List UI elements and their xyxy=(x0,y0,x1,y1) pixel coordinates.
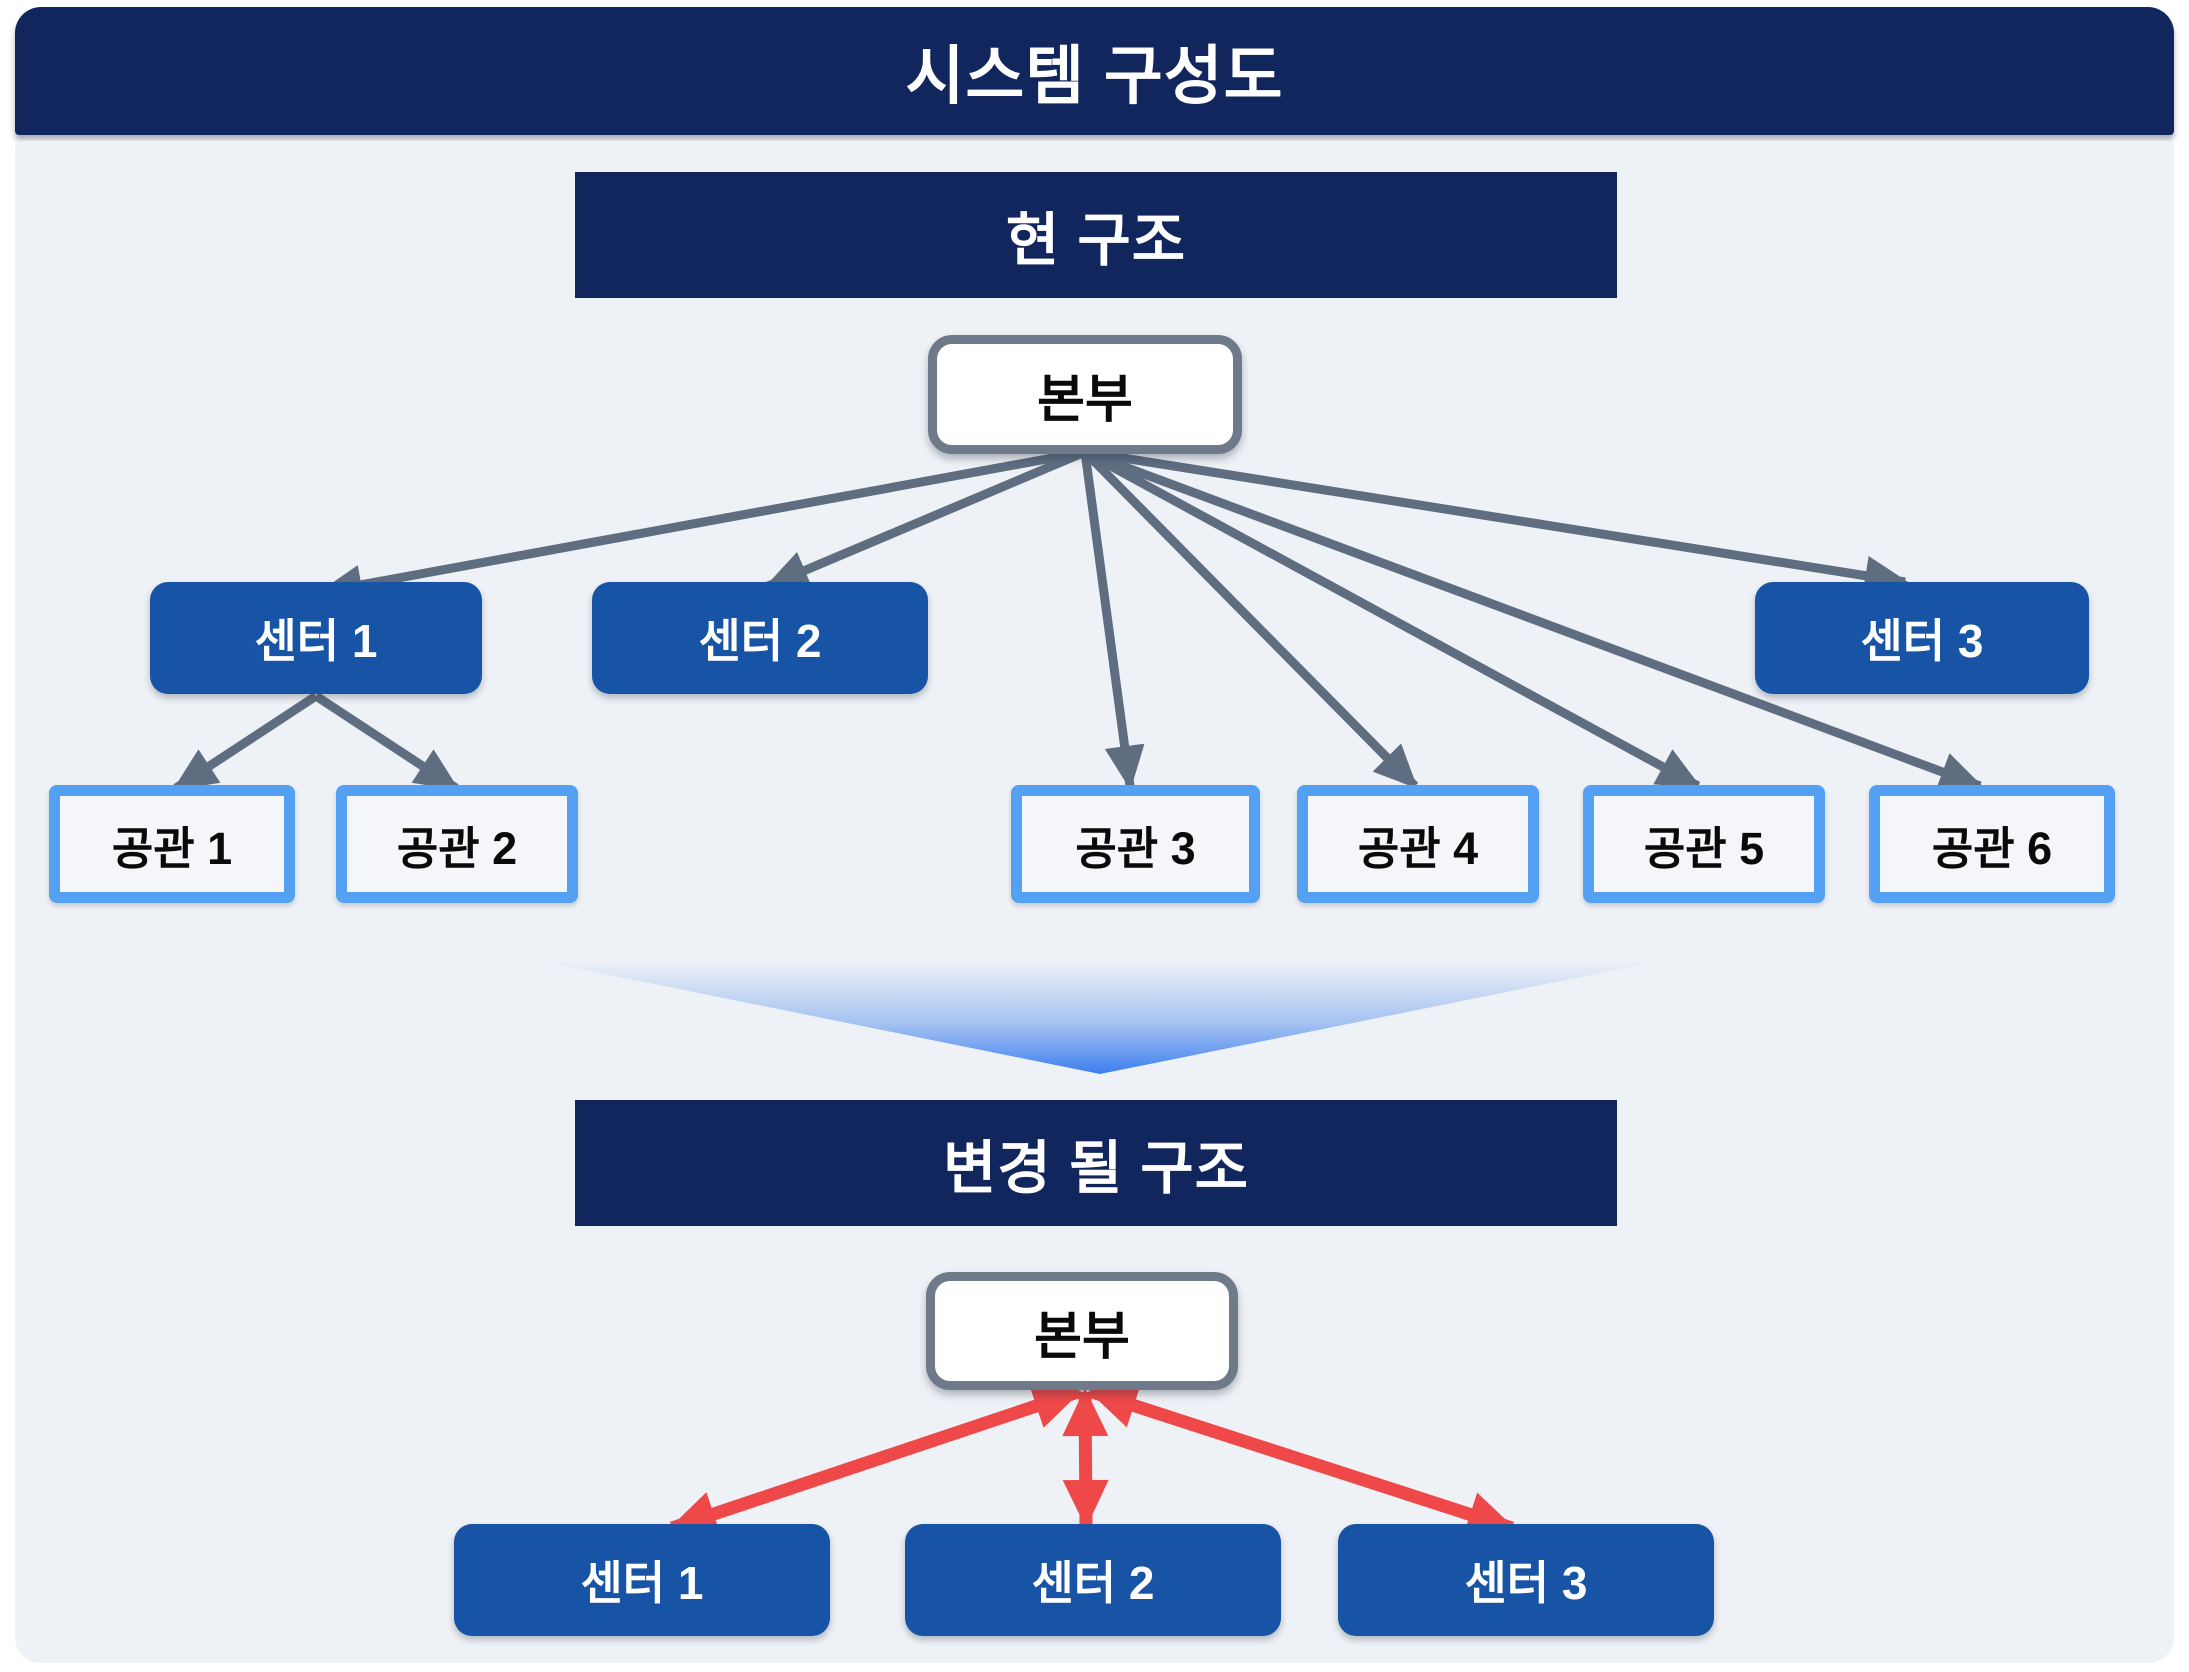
center2-node-current: 센터 2 xyxy=(592,582,928,694)
hq-node-future: 본부 xyxy=(926,1272,1238,1390)
hq-node-current: 본부 xyxy=(928,335,1242,454)
center3-node-current: 센터 3 xyxy=(1755,582,2089,694)
branch1-node: 공관 1 xyxy=(49,785,295,903)
branch2-node: 공관 2 xyxy=(336,785,578,903)
branch6-node: 공관 6 xyxy=(1869,785,2115,903)
future-structure-header: 변경 될 구조 xyxy=(575,1100,1617,1226)
center3-node-future: 센터 3 xyxy=(1338,1524,1714,1636)
center1-node-future: 센터 1 xyxy=(454,1524,830,1636)
branch4-node: 공관 4 xyxy=(1297,785,1539,903)
page-title: 시스템 구성도 xyxy=(15,7,2174,135)
current-structure-header: 현 구조 xyxy=(575,172,1617,298)
center2-node-future: 센터 2 xyxy=(905,1524,1281,1636)
center1-node-current: 센터 1 xyxy=(150,582,482,694)
branch5-node: 공관 5 xyxy=(1583,785,1825,903)
branch3-node: 공관 3 xyxy=(1011,785,1260,903)
